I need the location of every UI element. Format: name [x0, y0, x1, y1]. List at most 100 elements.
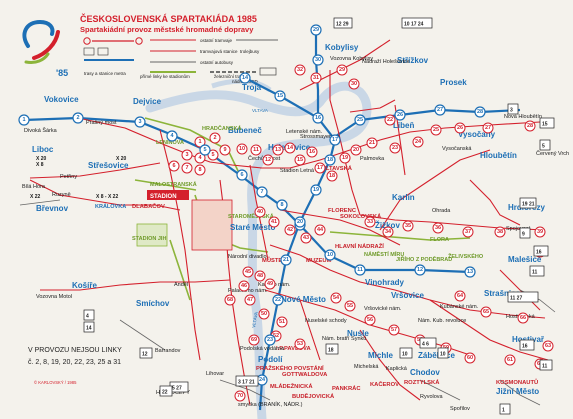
tram-stop-marker: 25 — [430, 124, 442, 136]
metro-line-number: 25 — [357, 117, 363, 123]
legend-bus: ostatní autobusy — [200, 60, 234, 65]
legend-tram: ostatní tramvaje — [200, 38, 233, 43]
tram-line-number: 23 — [392, 145, 398, 151]
metro-station-marker: 4 — [166, 130, 178, 142]
logo-year: '85 — [56, 68, 68, 78]
box-line-number: 11 27 — [510, 296, 522, 302]
tram-line-number: 57 — [391, 327, 397, 333]
tram-line-number: 38 — [497, 229, 503, 235]
tram-line-number: 33 — [367, 219, 373, 225]
stop-florenc: FLORENC — [328, 208, 357, 214]
spartakiada-logo: '85 — [22, 19, 68, 78]
service-note: V PROVOZU NEJSOU LINKY č. 2, 8, 19, 20, … — [28, 347, 122, 366]
tram-line-number: 44 — [317, 227, 324, 233]
metro-line-number: 24 — [259, 377, 266, 383]
metro-station-marker: 27 — [434, 104, 446, 116]
stop-divoka-sarka: Divoká Šárka — [24, 127, 58, 134]
stop-gottwaldova: GOTTWALDOVA — [282, 372, 328, 378]
tram-line-number: 15 — [297, 157, 303, 163]
tram-line-number: 1 — [198, 139, 201, 145]
line-number-box: 11 — [529, 265, 545, 277]
tram-line-number: 60 — [467, 355, 473, 361]
tram-line-number: 70 — [237, 393, 243, 399]
tram-stop-marker: 21 — [366, 137, 378, 149]
box-line-number: 4 — [86, 314, 89, 320]
metro-station-marker: 19 — [310, 184, 322, 196]
metro-line-number: 28 — [477, 109, 483, 115]
tram-line-number: 48 — [257, 273, 263, 279]
box-line-number: 10 17 24 — [404, 22, 424, 28]
metro-station-marker: 18 — [324, 154, 336, 166]
box-line-number: 18 — [328, 348, 334, 354]
tram-stop-marker: 38 — [494, 226, 506, 238]
tram-stop-marker: 19 — [339, 152, 351, 164]
tram-stop-marker: 54 — [330, 292, 342, 304]
metro-line-number: 29 — [313, 27, 319, 33]
tram-line-number: 30 — [351, 81, 357, 87]
tram-stop-marker: 60 — [464, 352, 476, 364]
tram-stop-marker: 1 — [194, 136, 206, 148]
tram-stop-marker: 47 — [244, 294, 256, 306]
tram-stop-marker: 69 — [248, 334, 260, 346]
metro-line-number: 2 — [76, 115, 79, 121]
box-line-number: 12 — [142, 352, 148, 358]
tram-stop-marker: 23 — [389, 142, 401, 154]
express-line-marker: X 8 - X 22 — [96, 194, 118, 200]
stop-nova-hloubetin: Nová Hloubětín — [504, 114, 542, 120]
tram-stop-marker: 3 — [181, 149, 193, 161]
tram-line-number: 18 — [329, 173, 335, 179]
tram-stop-marker: 17 — [314, 162, 326, 174]
metro-line-number: 23 — [267, 337, 273, 343]
tram-line-number: 27 — [485, 125, 491, 131]
tram-stop-marker: 45 — [242, 266, 254, 278]
district-hloubetin: Hloubětín — [480, 151, 517, 160]
tram-line-number: 2 — [213, 135, 216, 141]
tram-stop-marker: 41 — [268, 216, 280, 228]
stop-kaplicka: Kaplická — [386, 366, 408, 372]
stop-flora: FLORA — [430, 237, 449, 243]
legend-trolley: trolejbusy — [240, 49, 260, 54]
line-number-box: 14 — [83, 321, 95, 333]
tram-line-number: 16 — [309, 149, 315, 155]
stop-zelivskeho: ŽELIVSKÉHO — [448, 252, 484, 260]
district-chodov: Chodov — [410, 368, 440, 377]
stop-ryvolova: Ryvolova — [420, 394, 444, 400]
tram-stop-marker: 11 — [250, 144, 262, 156]
tram-stop-marker: 44 — [314, 224, 326, 236]
express-line-marker: X 8 — [36, 162, 44, 168]
tram-stop-marker: 30 — [348, 78, 360, 90]
stop-barrandov: Barrandov — [155, 348, 181, 354]
district-brevnov: Břevnov — [36, 204, 69, 213]
tram-line-number: 31 — [313, 75, 319, 81]
tram-line-number: 39 — [537, 229, 543, 235]
tram-line-number: 34 — [385, 229, 392, 235]
metro-line-number: 14 — [242, 75, 249, 81]
tram-line-number: 11 — [253, 147, 259, 153]
line-number-box: 4 6 — [419, 337, 437, 349]
legend-metro: trasy a stanice metra — [84, 71, 126, 76]
district-podoli: Podolí — [258, 355, 283, 364]
tram-line-number: 65 — [483, 309, 489, 315]
metro-station-marker: 23 — [264, 334, 276, 346]
note-line-1: V PROVOZU NEJSOU LINKY — [28, 347, 122, 354]
stadion-jih-label: STADION JIH — [132, 236, 166, 242]
metro-line-number: 3 — [138, 119, 141, 125]
stop-nuselske-schody: Nuselské schody — [305, 318, 347, 324]
box-line-number: 9 — [522, 232, 525, 238]
district-bubenec: Bubeneč — [228, 126, 262, 135]
box-line-number: 10 — [440, 352, 446, 358]
tram-line-number: 6 — [172, 163, 175, 169]
box-line-number: 11 — [532, 270, 538, 276]
tram-stop-marker: 5 — [207, 149, 219, 161]
tram-line-number: 46 — [241, 283, 247, 289]
district-liboc: Liboc — [32, 145, 54, 154]
metro-line-number: 10 — [327, 252, 333, 258]
line-number-box: 12 29 — [333, 17, 353, 29]
tram-stop-marker: 8 — [194, 164, 206, 176]
stop-kosmonautu: KOSMONAUTŮ — [496, 378, 538, 386]
metro-station-marker: 7 — [256, 186, 268, 198]
stop-sporilov: Spořilov — [450, 406, 470, 412]
district-kosire: Košíře — [72, 281, 97, 290]
stop-kubanske-nam: Kubánské nám. — [440, 304, 479, 310]
metro-station-marker: 3 — [134, 116, 146, 128]
